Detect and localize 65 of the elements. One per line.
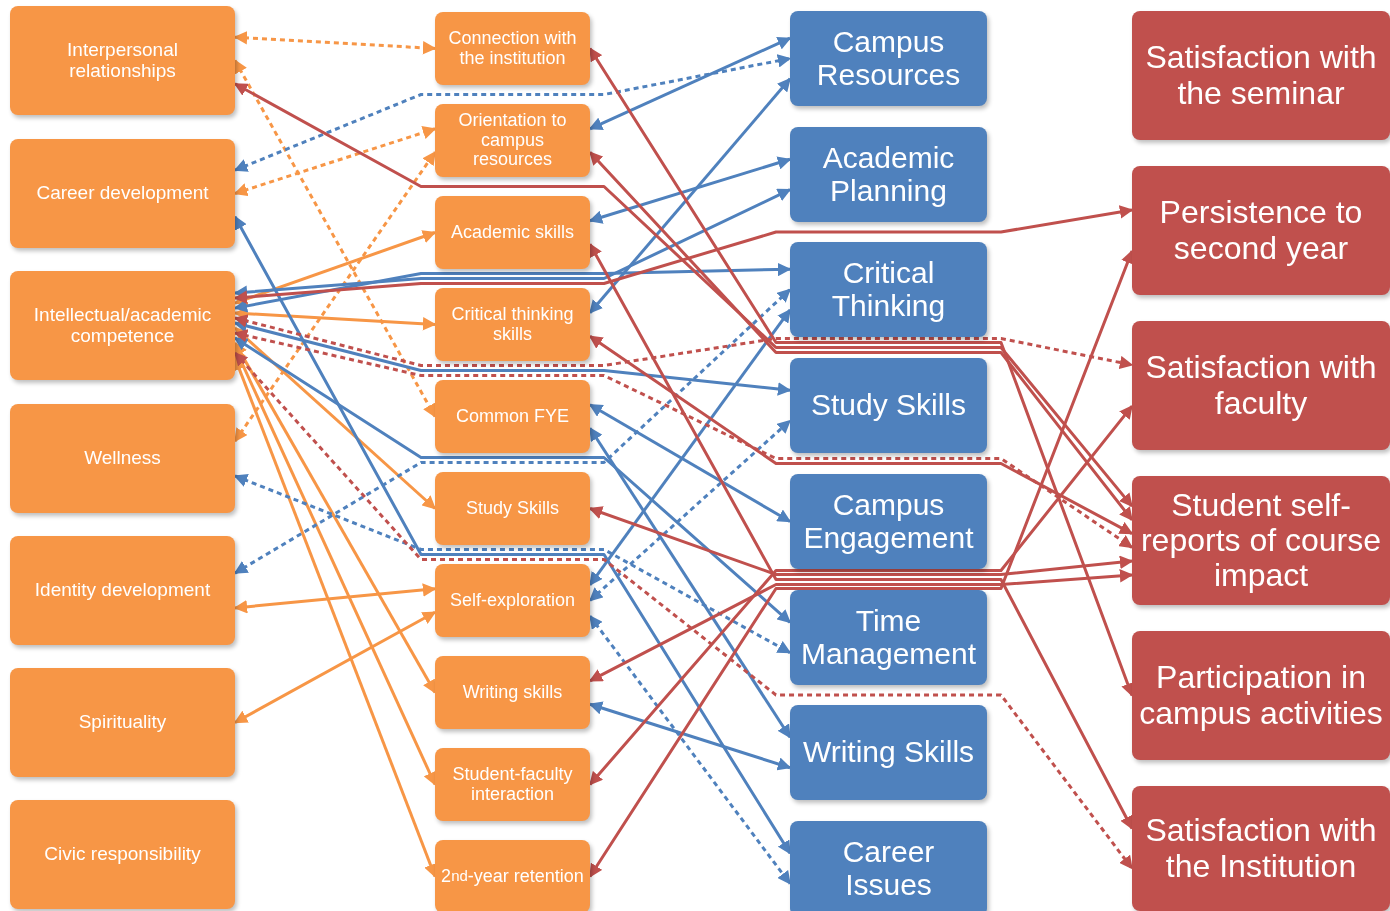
measure-box: Participation in campus activities (1132, 631, 1390, 760)
goal-box: Writing skills (435, 656, 590, 729)
arrow (233, 205, 1134, 304)
arrow (233, 583, 437, 614)
arrow (233, 126, 437, 197)
arrow (233, 31, 437, 55)
arrow (233, 59, 437, 418)
arrow (233, 351, 1134, 870)
arrow (588, 151, 1134, 521)
domain-box: Intellectual/academic competence (10, 271, 235, 380)
domain-box: Spirituality (10, 668, 235, 777)
domain-box: Civic responsibility (10, 800, 235, 909)
arrow (233, 230, 437, 306)
measure-box: Satisfaction with the seminar (1132, 11, 1390, 140)
goal-box: Academic skills (435, 196, 590, 269)
arrow (233, 336, 791, 624)
topic-box: Campus Engagement (790, 474, 987, 569)
arrow (233, 341, 437, 694)
arrow (588, 334, 1134, 535)
arrow (233, 215, 792, 855)
domain-box: Interpersonal relationships (10, 6, 235, 115)
topic-box: Campus Resources (790, 11, 987, 106)
topic-box: Career Issues (790, 821, 987, 911)
measure-box: Persistence to second year (1132, 166, 1390, 295)
arrow (588, 405, 1134, 786)
arrow (589, 419, 791, 602)
goal-box: Study Skills (435, 472, 590, 545)
topic-box: Academic Planning (790, 127, 987, 222)
arrow (588, 427, 792, 739)
goal-box: Student-faculty interaction (435, 748, 590, 821)
topic-box: Study Skills (790, 358, 987, 453)
goal-box: Connection with the institution (435, 12, 590, 85)
measure-box: Satisfaction with faculty (1132, 321, 1390, 450)
topic-box: Time Management (790, 590, 987, 685)
goal-box: Critical thinking skills (435, 288, 590, 361)
arrow (233, 474, 792, 654)
arrow (234, 326, 436, 510)
domain-box: Career development (10, 139, 235, 248)
arrow (233, 314, 1134, 370)
arrow (588, 403, 792, 523)
arrow (233, 319, 792, 396)
topic-box: Writing Skills (790, 705, 987, 800)
arrow (588, 77, 792, 314)
domain-box: Identity development (10, 536, 235, 645)
goal-box: Common FYE (435, 380, 590, 453)
arrow (233, 151, 437, 443)
measure-box: Student self-reports of course impact (1132, 476, 1390, 605)
arrow (588, 156, 792, 224)
arrow (233, 610, 437, 724)
arrow (233, 82, 1134, 508)
arrow (233, 54, 792, 172)
arrow (588, 308, 792, 586)
domain-box: Wellness (10, 404, 235, 513)
topic-box: Critical Thinking (790, 242, 987, 337)
measure-box: Satisfaction with the Institution (1132, 786, 1390, 911)
arrow (588, 615, 792, 885)
arrow (588, 506, 1134, 576)
arrow (233, 329, 1134, 549)
arrow (588, 701, 792, 771)
arrow (233, 262, 792, 313)
arrow (588, 36, 792, 131)
goal-box: Self-exploration (435, 564, 590, 637)
goal-box: Orientation to campus resources (435, 104, 590, 177)
arrow (588, 569, 1134, 683)
arrow (233, 288, 792, 575)
